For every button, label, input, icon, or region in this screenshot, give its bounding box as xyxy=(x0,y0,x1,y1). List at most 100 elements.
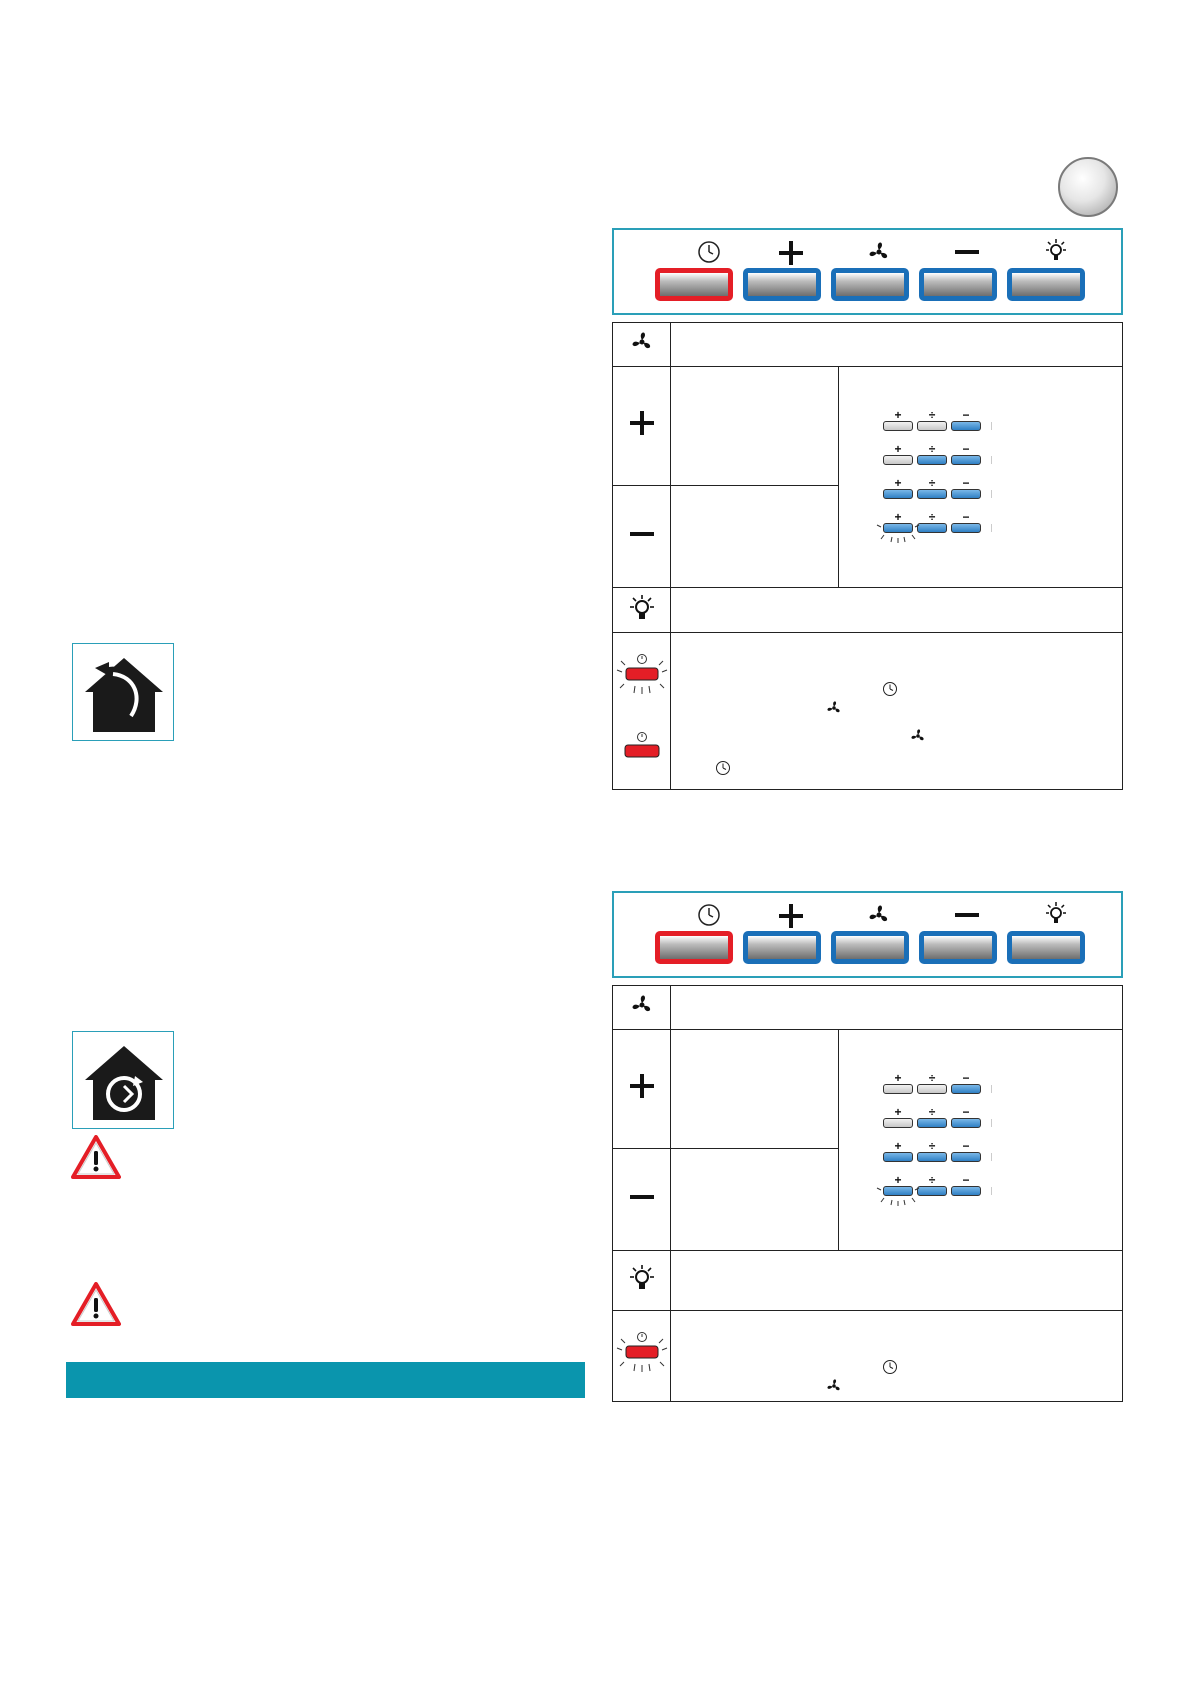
indicator-key xyxy=(883,421,913,431)
plus-description xyxy=(670,1029,839,1149)
light-row xyxy=(612,587,671,633)
plus-icon xyxy=(629,411,654,436)
control-panel-1 xyxy=(612,228,1123,315)
speed-level-1: + ÷ − xyxy=(883,1072,1003,1094)
house-mode-icon-box-1 xyxy=(72,643,174,741)
minus-icon xyxy=(629,531,654,536)
minus-description xyxy=(670,484,839,589)
plus-row xyxy=(612,366,671,486)
flash-rays-icon xyxy=(876,1187,920,1206)
indicator-key xyxy=(951,1152,981,1162)
indicator-key xyxy=(951,455,981,465)
fan-icon xyxy=(632,332,650,349)
light-bulb-icon xyxy=(1036,901,1076,929)
speed-up-button[interactable] xyxy=(743,931,821,964)
indicator-key xyxy=(883,455,913,465)
timer-button[interactable] xyxy=(655,931,733,964)
fan-button[interactable] xyxy=(831,931,909,964)
fan-icon xyxy=(827,1379,840,1391)
minus-row xyxy=(612,1147,671,1252)
indicator-key xyxy=(951,1186,981,1196)
speed-level-2: + ÷ − xyxy=(883,1106,1003,1128)
indicator-key xyxy=(917,1084,947,1094)
speed-up-button[interactable] xyxy=(743,268,821,301)
plus-row xyxy=(612,1029,671,1149)
clock-icon xyxy=(883,1360,897,1374)
fan-icon xyxy=(632,995,650,1012)
speed-level-1: + ÷ − xyxy=(883,409,1003,431)
light-row xyxy=(612,1250,671,1311)
house-mode-icon-box-2 xyxy=(72,1031,174,1129)
fan-description xyxy=(670,985,1123,1030)
flash-rays-icon xyxy=(876,524,920,543)
timer-flashing-key-icon xyxy=(616,654,668,694)
light-bulb-icon xyxy=(629,1265,654,1289)
speed-level-2: + ÷ − xyxy=(883,443,1003,465)
indicator-key-flashing xyxy=(883,523,913,533)
section-header-bar xyxy=(66,1362,585,1398)
minus-row xyxy=(612,484,671,589)
indicator-key xyxy=(951,523,981,533)
timer-steady-key-icon xyxy=(624,732,660,758)
fan-icon xyxy=(859,902,899,930)
light-description xyxy=(670,587,1123,633)
timer-row xyxy=(612,1310,671,1402)
timer-flashing-key-icon xyxy=(616,1332,668,1372)
indicator-key-flashing xyxy=(883,1186,913,1196)
indicator-key xyxy=(883,1152,913,1162)
function-table-1: + ÷ − + ÷ − + xyxy=(612,322,1123,790)
minus-description xyxy=(670,1147,839,1252)
page-badge xyxy=(1058,157,1118,217)
indicator-key xyxy=(883,489,913,499)
warning-triangle-icon xyxy=(71,1135,121,1179)
speed-indicator-cell: + ÷ − + ÷ − + xyxy=(838,1029,1123,1251)
timer-row xyxy=(612,632,671,790)
indicator-key xyxy=(951,421,981,431)
speed-level-4: + ÷ − xyxy=(876,1174,1003,1206)
clock-icon xyxy=(689,240,729,268)
minus-icon xyxy=(629,1194,654,1199)
indicator-key xyxy=(883,1118,913,1128)
fan-icon xyxy=(827,701,840,713)
indicator-key xyxy=(917,489,947,499)
clock-icon xyxy=(883,682,897,696)
minus-icon xyxy=(947,239,987,267)
speed-level-4: + ÷ − xyxy=(876,511,1003,543)
fan-description xyxy=(670,322,1123,367)
house-recirculation-arrow-icon xyxy=(85,658,163,732)
indicator-key xyxy=(951,1118,981,1128)
fan-icon xyxy=(911,729,924,741)
indicator-key xyxy=(917,421,947,431)
fan-icon xyxy=(859,239,899,267)
house-rotation-icon xyxy=(85,1046,163,1120)
light-bulb-icon xyxy=(1036,238,1076,266)
light-button[interactable] xyxy=(1007,268,1085,301)
fan-row xyxy=(612,322,671,367)
minus-icon xyxy=(947,902,987,930)
plus-icon xyxy=(629,1074,654,1099)
speed-down-button[interactable] xyxy=(919,931,997,964)
fan-button[interactable] xyxy=(831,268,909,301)
indicator-key xyxy=(917,455,947,465)
clock-icon xyxy=(689,903,729,931)
speed-level-3: + ÷ − xyxy=(883,1140,1003,1162)
light-description xyxy=(670,1250,1123,1311)
clock-icon xyxy=(716,761,730,775)
control-panel-2 xyxy=(612,891,1123,978)
function-table-2: + ÷ − + ÷ − + xyxy=(612,985,1123,1402)
speed-down-button[interactable] xyxy=(919,268,997,301)
timer-description xyxy=(670,1310,1123,1402)
speed-level-3: + ÷ − xyxy=(883,477,1003,499)
timer-button[interactable] xyxy=(655,268,733,301)
indicator-key xyxy=(917,523,947,533)
light-bulb-icon xyxy=(629,594,654,619)
plus-description xyxy=(670,366,839,486)
indicator-key xyxy=(917,1186,947,1196)
speed-indicator-cell: + ÷ − + ÷ − + xyxy=(838,366,1123,588)
plus-icon xyxy=(771,901,811,929)
light-button[interactable] xyxy=(1007,931,1085,964)
timer-description xyxy=(670,632,1123,790)
indicator-key xyxy=(951,1084,981,1094)
indicator-key xyxy=(951,489,981,499)
plus-icon xyxy=(771,238,811,266)
